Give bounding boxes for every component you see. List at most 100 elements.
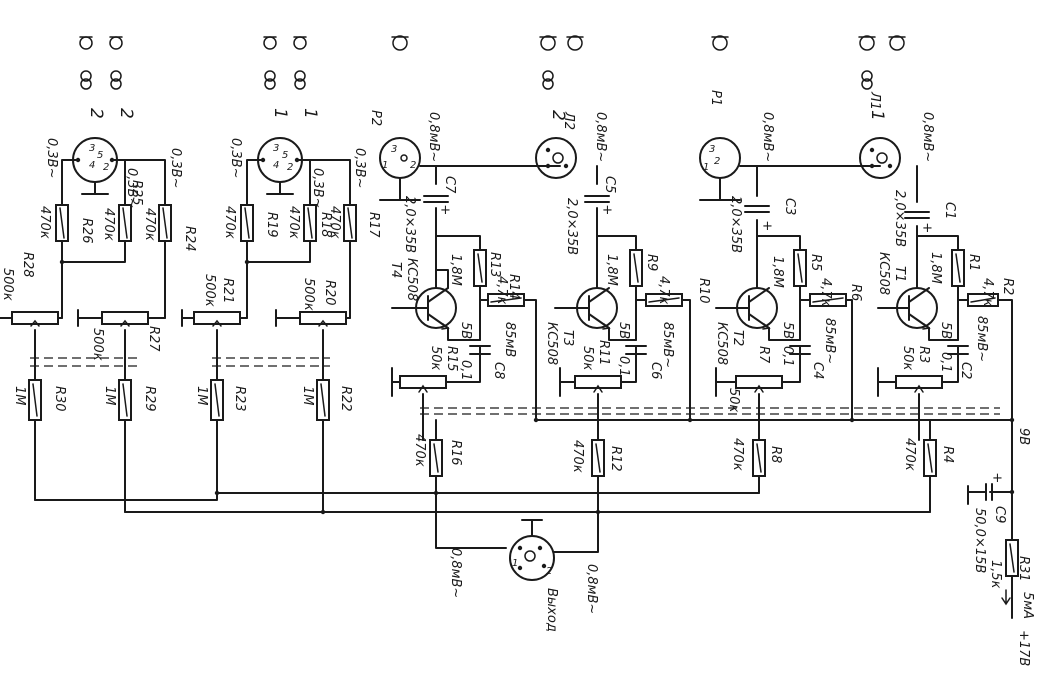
stage-t3: С5 2,0×35В + R9 1,8М R10 4,7к 5В 0,1 С6 … <box>544 165 711 513</box>
component-value: 470к <box>286 206 301 239</box>
upper-jacks: 3 2 1 Р2 0,8мВ~ Л2 0,8мВ~ 3 2 1 Р1 0,8мВ… <box>368 90 935 201</box>
jack-name: Р1 <box>708 90 723 106</box>
component-value: 0,1 <box>938 352 953 373</box>
component-value: КС508 <box>876 252 891 295</box>
voltage-label: 5В <box>780 322 795 339</box>
component-value: 500к <box>90 328 105 361</box>
component-value: 50к <box>580 346 595 371</box>
pin-label: 2 <box>410 160 416 171</box>
component-label: R26 <box>79 218 94 244</box>
component-label: R9 <box>644 254 659 271</box>
component-value: 0,1 <box>458 360 473 381</box>
component-label: R5 <box>808 254 823 271</box>
component-label: R24 <box>182 226 197 252</box>
pin-label: 2 <box>287 162 293 173</box>
component-label: Т4 <box>388 262 403 278</box>
component-label: R10 <box>696 278 711 304</box>
stage-t2: С3 2,0×35В + R5 1,8М R6 4,7к 5В 0,1 С4 8… <box>714 165 863 494</box>
component-label: R27 <box>146 326 161 352</box>
component-label: С9 <box>992 506 1007 523</box>
supply-label: +17В <box>1016 630 1031 666</box>
component-value: 4,7к <box>980 278 995 307</box>
pin-label: 5 <box>97 150 103 161</box>
component-label: R29 <box>142 386 157 412</box>
component-value: 4,7к <box>818 278 833 307</box>
component-value: КС508 <box>404 258 419 301</box>
pin-label: 5 <box>282 150 288 161</box>
jack-l1: Л1 0,8мВ~ <box>859 91 935 179</box>
component-label: R17 <box>366 212 381 238</box>
component-value: 50к <box>428 346 443 371</box>
component-value: 2,0×35В <box>564 198 579 255</box>
jack-name: Л2 <box>561 111 576 130</box>
header-symbol-group: 1 1 <box>263 36 320 119</box>
component-label: R20 <box>322 280 337 306</box>
stage-t1: С1 2,0×35В + R1 1,8М R2 4,7к 5В 0,1 С2 8… <box>876 165 1015 513</box>
component-value: 1М <box>194 386 209 406</box>
mixer-section: R26 470к R25 470к R24 470к R28 500к R27 … <box>0 159 381 513</box>
component-value: 470к <box>142 208 157 241</box>
polarity-mark: + <box>440 203 451 218</box>
component-value: КС508 <box>714 322 729 365</box>
component-value: 1М <box>102 386 117 406</box>
component-value: 2,0×35В <box>728 196 743 253</box>
component-value: 1,8М <box>770 256 785 288</box>
component-label: С2 <box>958 362 973 379</box>
jack-level: 0,8мВ~ <box>593 112 608 162</box>
pin-label: 4 <box>89 160 95 171</box>
pin-label: 2 <box>714 156 720 167</box>
pin-label: 1 <box>512 558 518 569</box>
header-number: 1 <box>867 110 887 121</box>
pin-label: 2 <box>103 162 109 173</box>
component-label: С3 <box>782 198 797 215</box>
bus-lines: 9В <box>34 407 1031 515</box>
component-label: R23 <box>232 386 247 412</box>
header-number: 2 <box>116 108 136 119</box>
current-label: 5мА <box>1020 592 1035 619</box>
header-number: 2 <box>548 110 568 121</box>
component-label: R25 <box>129 180 144 206</box>
jack-l2: Л2 0,8мВ~ <box>535 111 608 179</box>
polarity-mark: + <box>762 219 773 234</box>
component-value: 1М <box>12 386 27 406</box>
level-label: 0,3В~ <box>352 148 367 189</box>
output-label: Выход <box>544 588 559 632</box>
header-symbol-group: 2 2 <box>79 36 136 119</box>
level-label: 0,3В~ <box>124 168 139 209</box>
component-label: R30 <box>52 386 67 412</box>
pin-label: 3 <box>273 143 279 154</box>
component-value: 470к <box>37 206 52 239</box>
polarity-mark: + <box>602 203 613 218</box>
component-value: 470к <box>412 434 427 467</box>
component-value: 2,0×35В <box>402 196 417 253</box>
component-label: R7 <box>756 346 771 364</box>
header-number: 2 <box>86 108 106 119</box>
header-symbol-group: 2 <box>539 35 584 121</box>
component-value: 0,1 <box>616 356 631 377</box>
pin-label: 1 <box>703 162 709 173</box>
polarity-mark: + <box>922 221 933 236</box>
component-label: R14 <box>506 274 521 300</box>
component-label: R12 <box>608 446 623 472</box>
tolerance-label: 85мВ <box>502 322 517 357</box>
tolerance-label: 85мВ~ <box>822 318 837 364</box>
component-value: 470к <box>101 208 116 241</box>
header-number: 1 <box>300 108 320 119</box>
jack-level: 0,8мВ~ <box>920 112 935 162</box>
pin-label: 2 <box>546 566 552 577</box>
component-label: R4 <box>940 446 955 463</box>
header-symbol-group <box>711 35 729 51</box>
level-label: 0,3В~ <box>228 138 243 179</box>
voltage-label: 5В <box>938 322 953 339</box>
component-label: R22 <box>338 386 353 412</box>
component-value: 4,7к <box>494 276 509 305</box>
output-jack: 1 2 Выход 0,8мВ~ 0,8мВ~ <box>435 492 599 632</box>
component-label: R21 <box>220 278 235 304</box>
pin-label: 3 <box>391 144 397 155</box>
component-value: КС508 <box>544 322 559 365</box>
level-label: 0,3В~ <box>168 148 183 189</box>
header-symbol-group <box>391 35 409 51</box>
lower-jacks: 3 5 4 2 0,3В~ 0,3В~ 0,3В~ 3 5 4 2 0,3В~ … <box>44 137 367 209</box>
pin-label: 3 <box>709 144 715 155</box>
component-value: 1,8М <box>604 254 619 286</box>
